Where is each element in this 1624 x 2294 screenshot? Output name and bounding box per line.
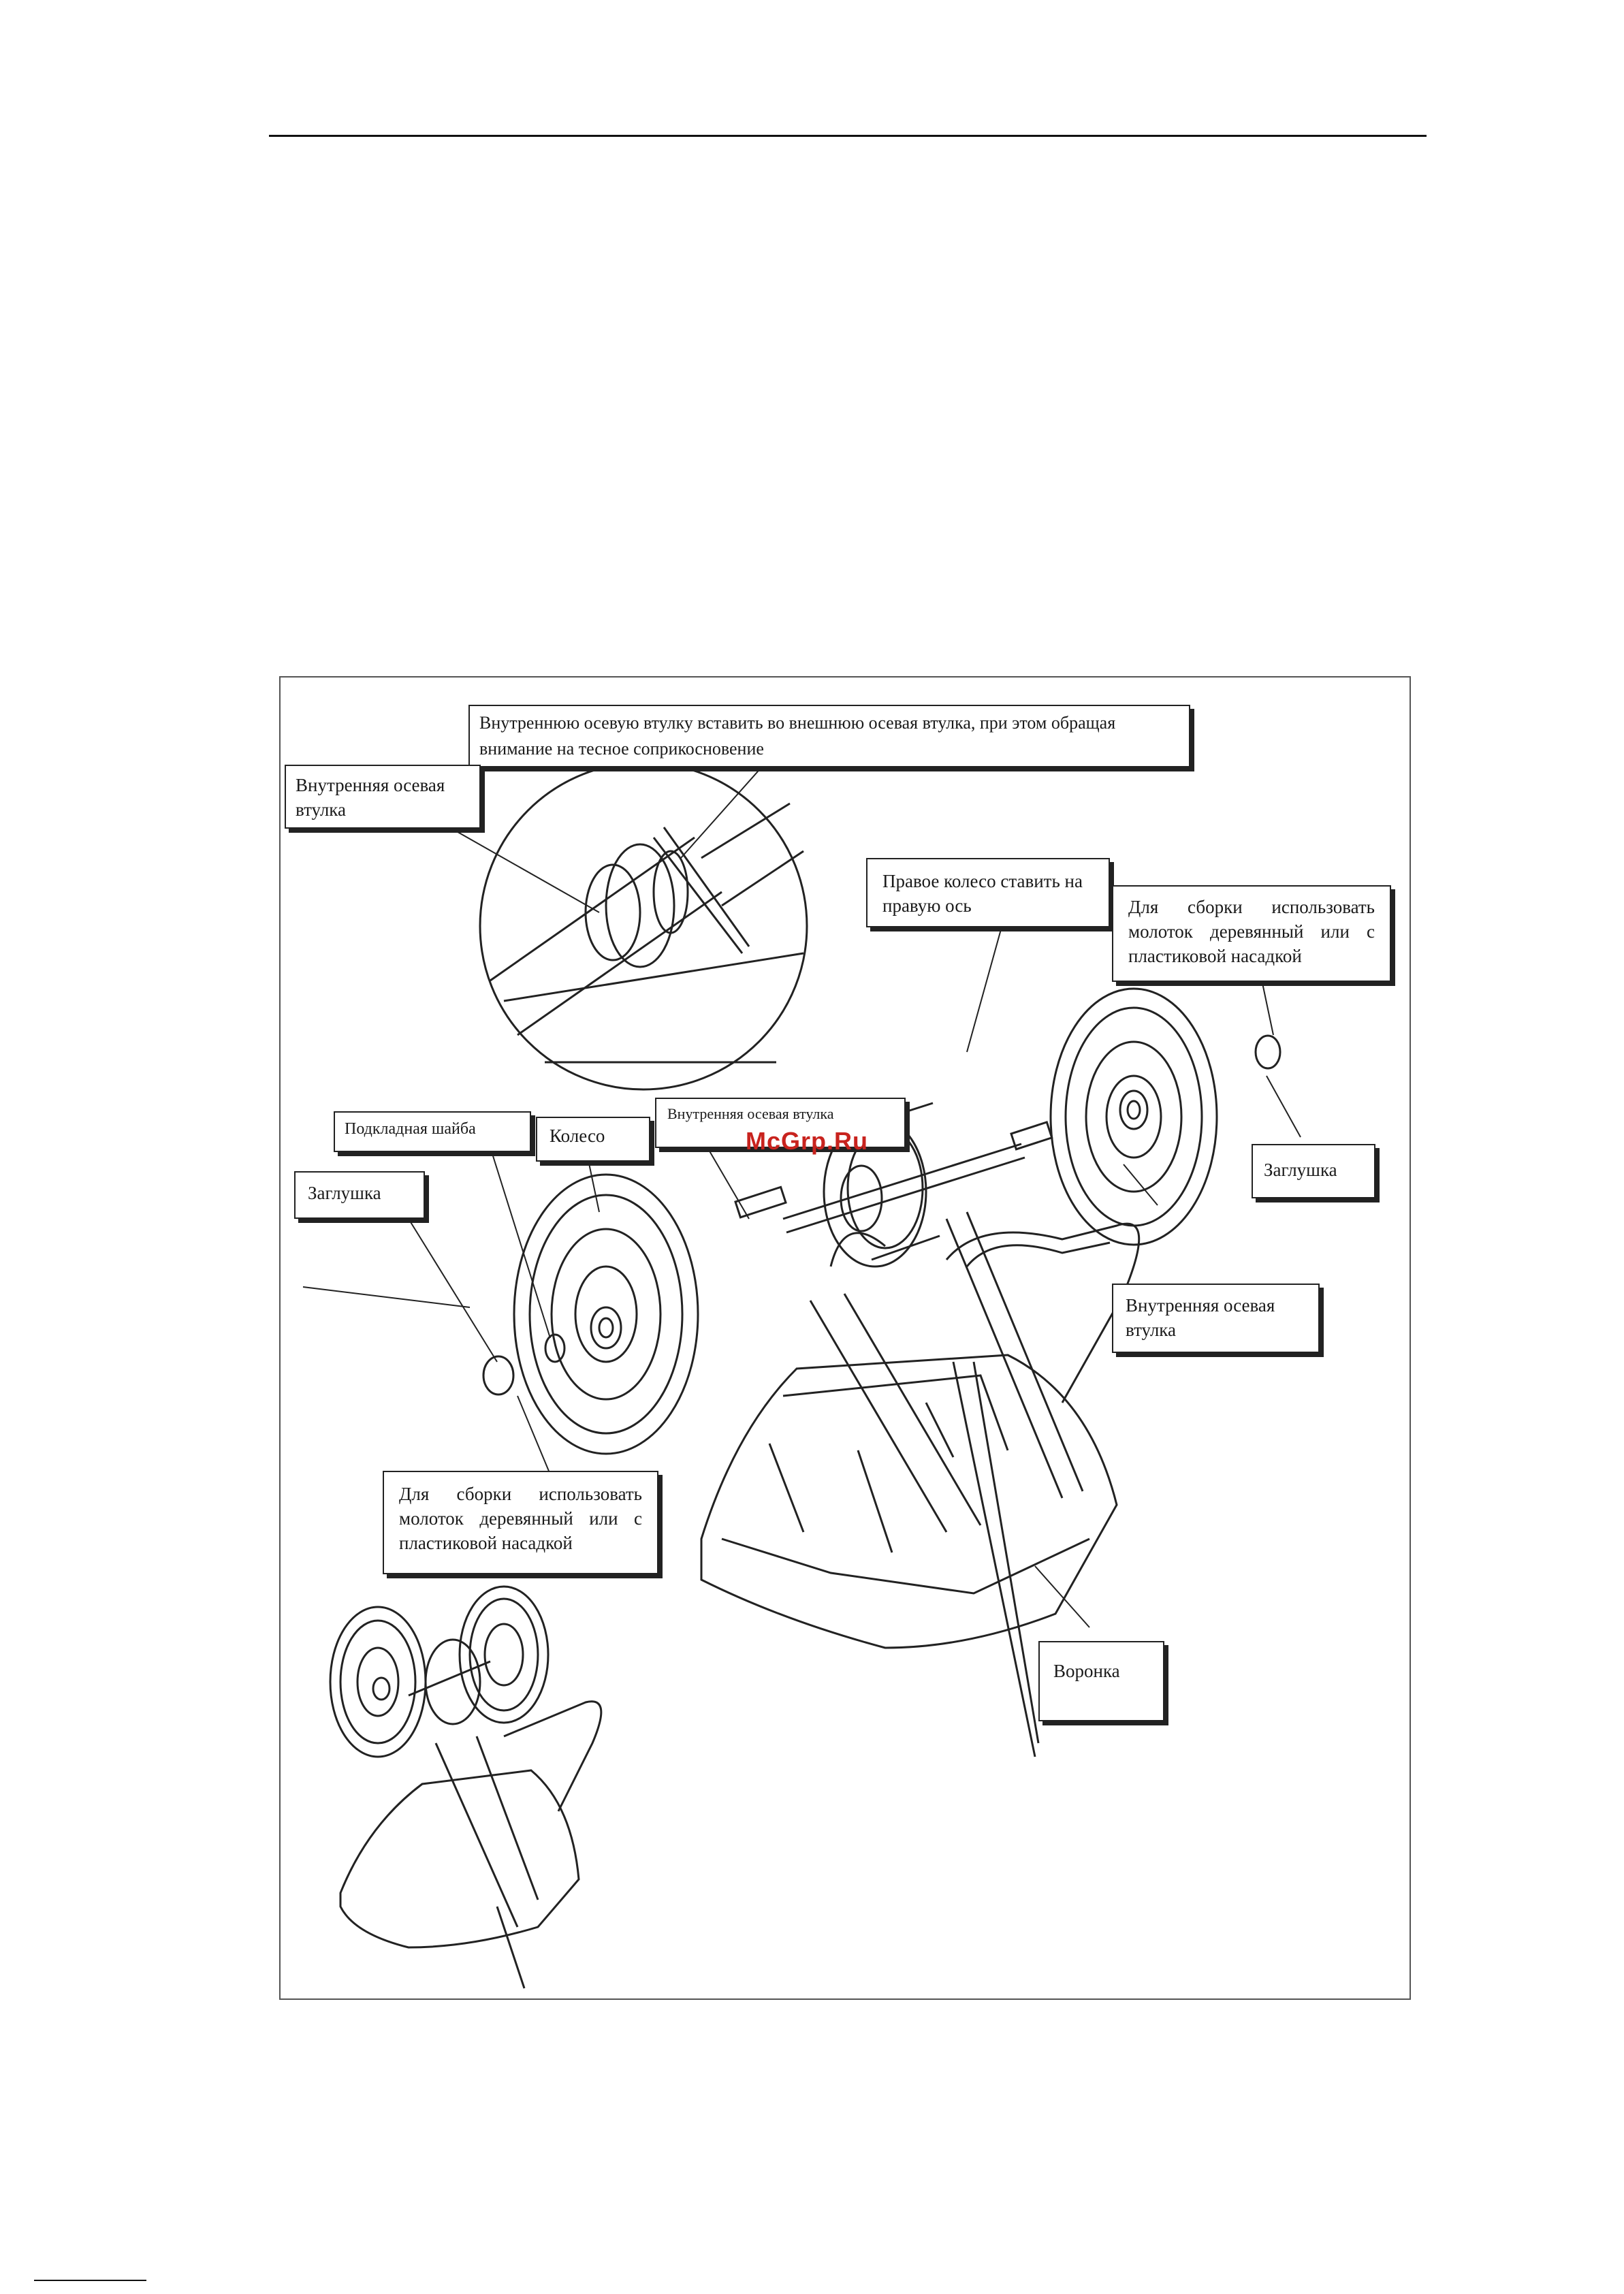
hopper-body (700, 1354, 1118, 1649)
figure-frame (279, 676, 1411, 2000)
callout-inner-bushing-top: Внутренняя осевая втулка (285, 765, 481, 829)
header-rule (269, 135, 1427, 137)
left-wheel (513, 1173, 699, 1455)
callout-inner-bushing-right: Внутренняя осевая втулка (1112, 1284, 1320, 1353)
cart-frame (809, 1211, 1141, 1757)
callout-wheel: Колесо (536, 1117, 650, 1162)
callout-hammer-left: Для сборки использовать молоток деревянн… (383, 1471, 658, 1574)
callout-hopper: Воронка (1038, 1641, 1164, 1721)
right-plug (1254, 1034, 1281, 1070)
left-plug (482, 1355, 515, 1396)
overview-drawing (329, 1585, 603, 1989)
detail-zoom-view (479, 761, 808, 1091)
callout-hammer-right: Для сборки использовать молоток деревянн… (1112, 885, 1391, 982)
callout-inner-bushing-mid: Внутренняя осевая втулка (655, 1098, 906, 1148)
callout-washer: Подкладная шайба (334, 1111, 531, 1152)
callout-plug-left: Заглушка (294, 1171, 425, 1219)
callout-right-wheel: Правое колесо ставить на правую ось (866, 858, 1110, 927)
footer-rule (34, 2280, 146, 2281)
watermark: McGrp.Ru (746, 1127, 869, 1155)
callout-insert-instruction: Внутреннюю осевую втулку вставить во вне… (468, 705, 1190, 767)
right-wheel (1049, 987, 1218, 1246)
callout-plug-right: Заглушка (1252, 1144, 1375, 1198)
axle-assembly (734, 1102, 1053, 1268)
washer (544, 1333, 566, 1363)
